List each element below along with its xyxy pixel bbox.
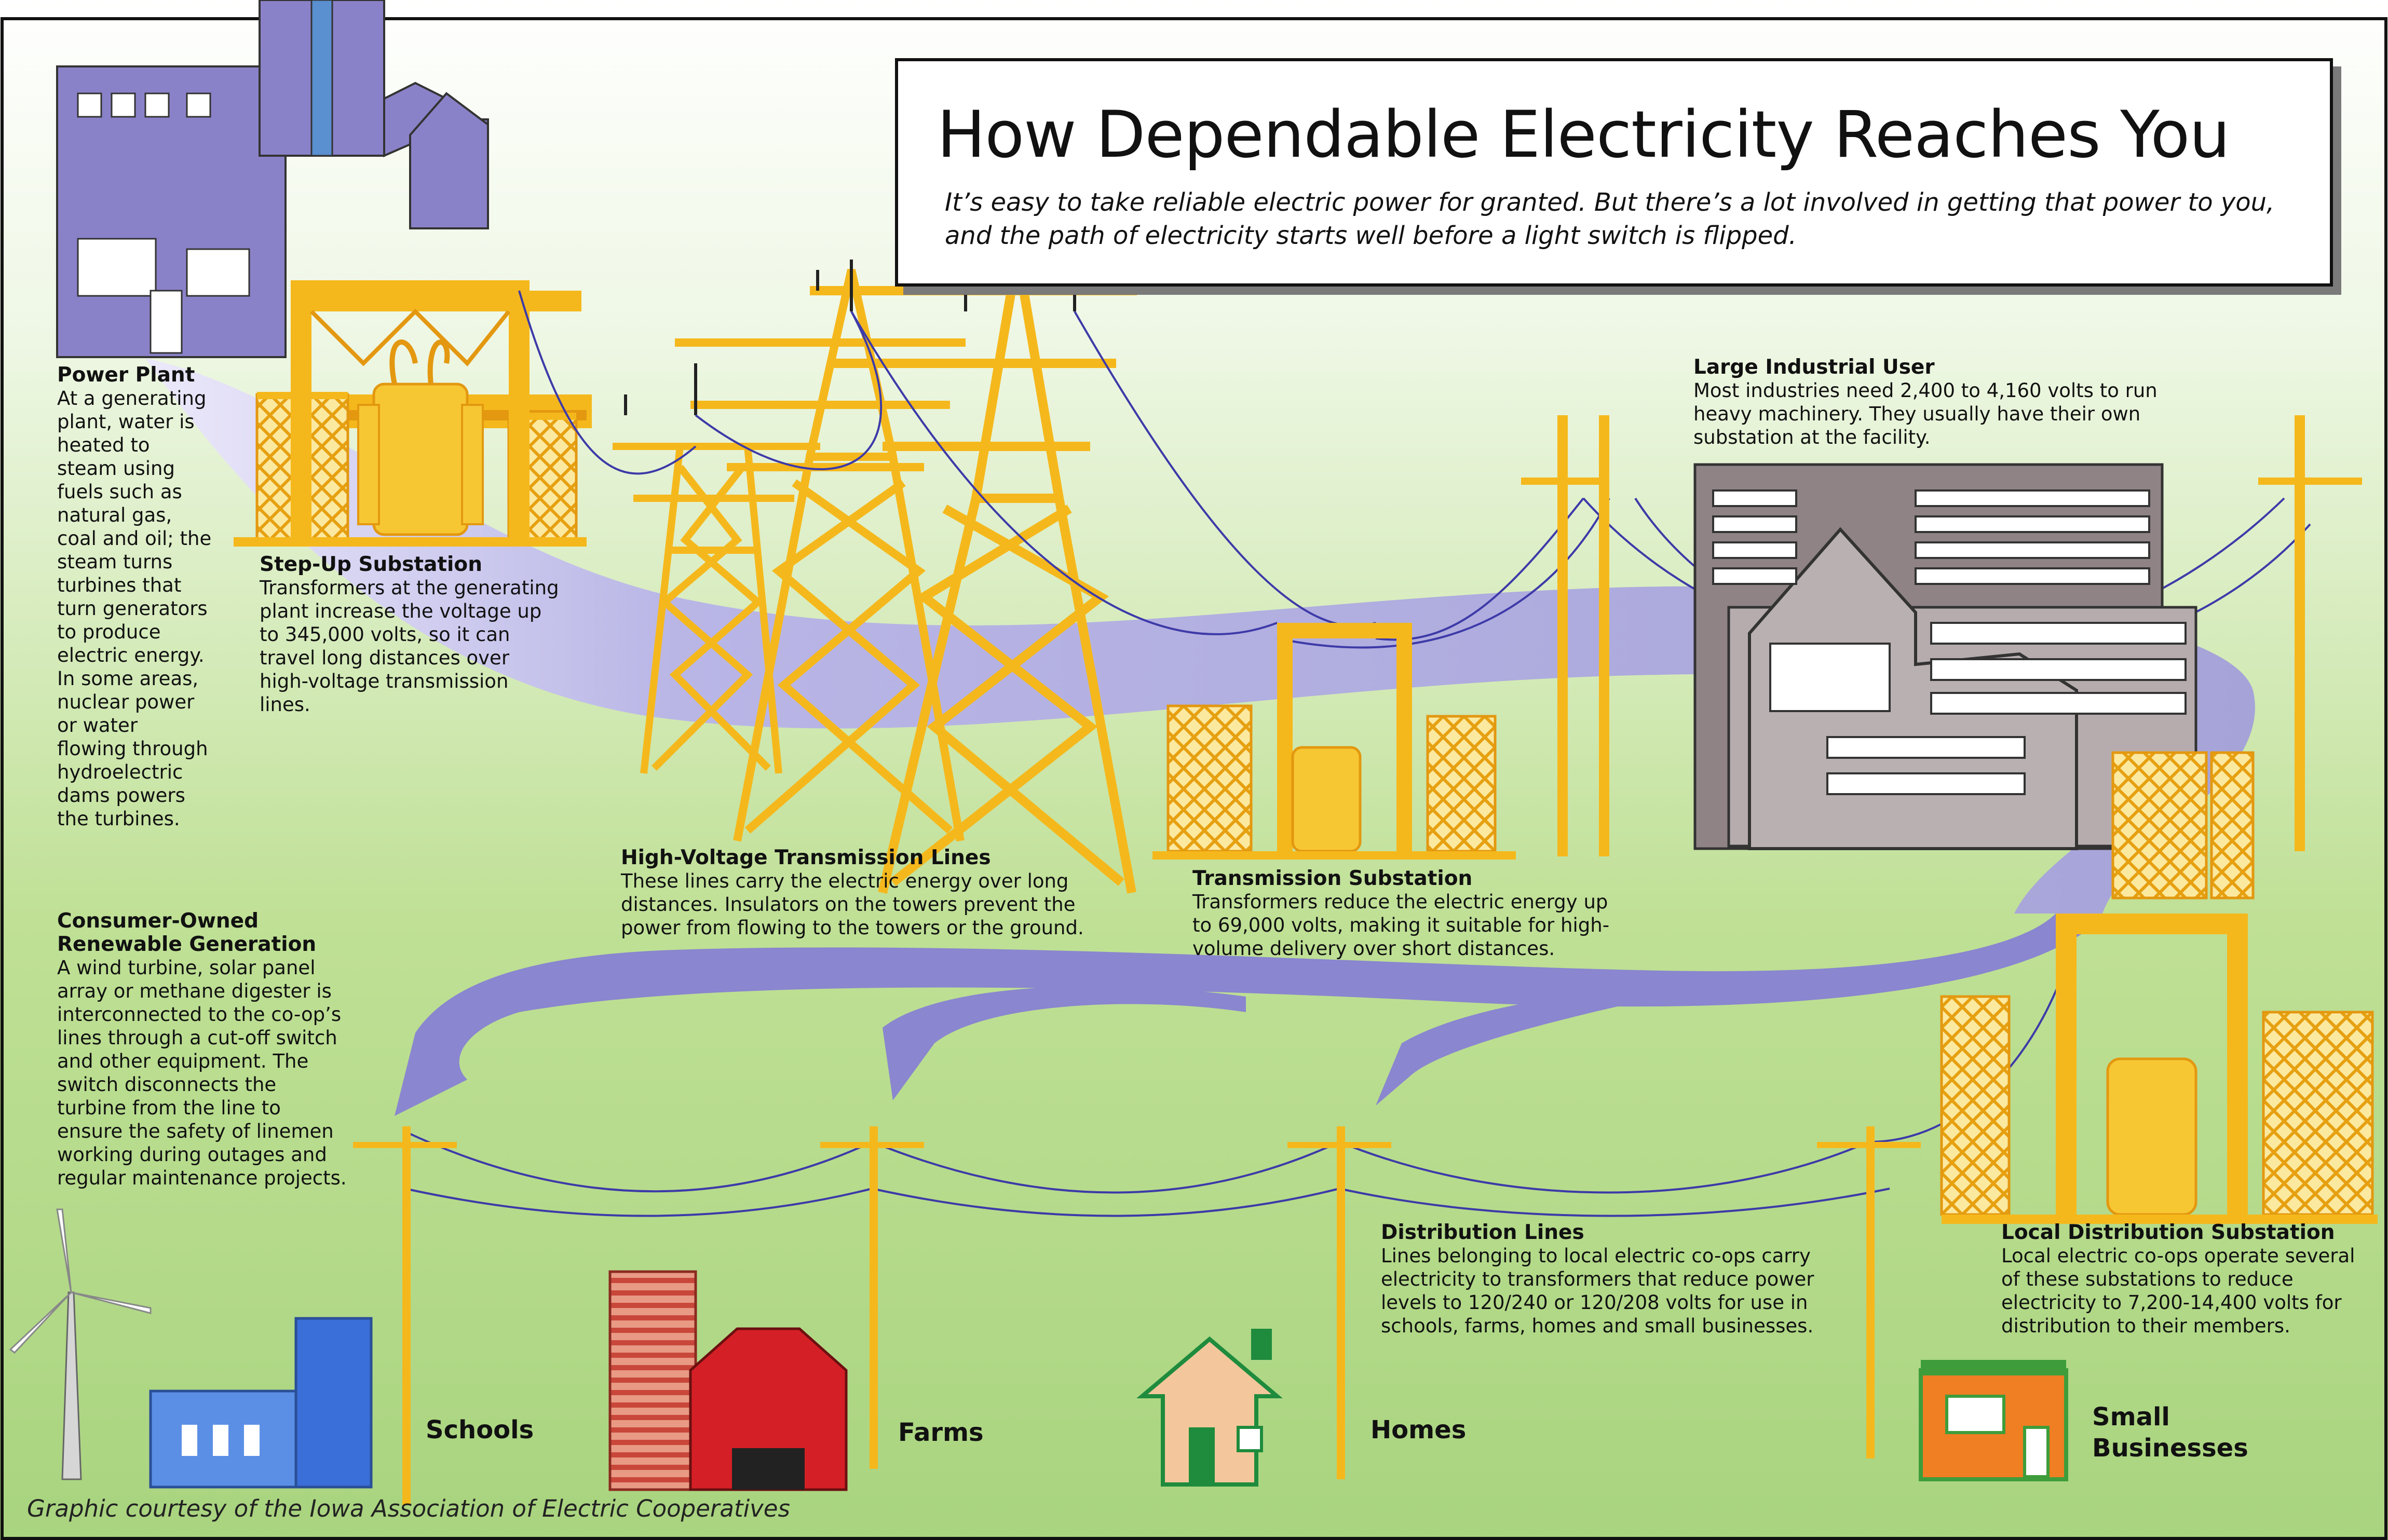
- label-industrial-user-title: Large Industrial User: [1693, 356, 1935, 379]
- destination-farms: Farms: [898, 1418, 984, 1447]
- label-high-voltage-text: These lines carry the electric energy ov…: [621, 870, 1084, 939]
- label-high-voltage-title: High-Voltage Transmission Lines: [621, 846, 991, 869]
- transmission-tower-middle: [675, 269, 966, 842]
- label-power-plant-title: Power Plant: [57, 363, 195, 387]
- label-transmission-substation-text: Transformers reduce the electric energy …: [1192, 891, 1610, 960]
- transmission-substation: [1152, 623, 1516, 860]
- label-renewable-text: A wind turbine, solar panel array or met…: [57, 957, 347, 1189]
- label-distribution-lines-text: Lines belonging to local electric co-ops…: [1381, 1245, 1814, 1337]
- label-local-substation-title: Local Distribution Substation: [2001, 1221, 2335, 1244]
- distribution-arrows: [395, 914, 2108, 1116]
- label-local-substation: Local Distribution Substation Local elec…: [2001, 1221, 2365, 1338]
- label-renewable-title: Consumer-Owned Renewable Generation: [57, 909, 317, 956]
- distribution-poles: [353, 415, 2362, 1505]
- destination-small-businesses: Small Businesses: [2092, 1402, 2248, 1463]
- page-title: How Dependable Electricity Reaches You: [937, 98, 2230, 172]
- home-house: [1136, 1329, 1283, 1487]
- label-transmission-substation-title: Transmission Substation: [1192, 867, 1473, 890]
- label-power-plant: Power Plant At a generating plant, water…: [57, 363, 213, 830]
- local-distribution-substation: [1940, 751, 2378, 1224]
- transmission-tower-left: [613, 443, 820, 774]
- title-box: How Dependable Electricity Reaches You I…: [895, 58, 2333, 287]
- label-renewable: Consumer-Owned Renewable Generation A wi…: [57, 909, 348, 1190]
- power-plant-building: [56, 0, 489, 358]
- label-transmission-substation: Transmission Substation Transformers red…: [1192, 867, 1618, 960]
- label-high-voltage: High-Voltage Transmission Lines These li…: [621, 846, 1098, 939]
- label-step-up: Step-Up Substation Transformers at the g…: [260, 553, 561, 716]
- label-power-plant-text: At a generating plant, water is heated t…: [57, 387, 212, 830]
- transmission-tower-right: [810, 253, 1137, 894]
- school-building: [149, 1317, 373, 1489]
- label-industrial-user-text: Most industries need 2,400 to 4,160 volt…: [1693, 379, 2158, 448]
- label-distribution-lines: Distribution Lines Lines belonging to lo…: [1381, 1221, 1858, 1338]
- label-step-up-title: Step-Up Substation: [260, 553, 482, 576]
- label-step-up-text: Transformers at the generating plant inc…: [260, 577, 559, 716]
- frame-border: [1, 17, 2387, 1540]
- stepup-substation: [234, 280, 587, 547]
- destination-schools: Schools: [426, 1415, 534, 1444]
- insulators: [624, 260, 1076, 415]
- destination-homes: Homes: [1371, 1415, 1467, 1444]
- label-local-substation-text: Local electric co-ops operate several of…: [2001, 1245, 2355, 1337]
- small-business-shop: [1919, 1360, 2068, 1481]
- label-distribution-lines-title: Distribution Lines: [1381, 1221, 1584, 1244]
- page-subtitle: It’s easy to take reliable electric powe…: [945, 188, 2275, 250]
- power-flow-ribbon: [145, 358, 2255, 914]
- label-industrial-user: Large Industrial User Most industries ne…: [1693, 356, 2161, 449]
- wind-turbine: [9, 1208, 152, 1480]
- image-credit: Graphic courtesy of the Iowa Association…: [27, 1495, 790, 1522]
- farm-silo-barn: [608, 1270, 848, 1491]
